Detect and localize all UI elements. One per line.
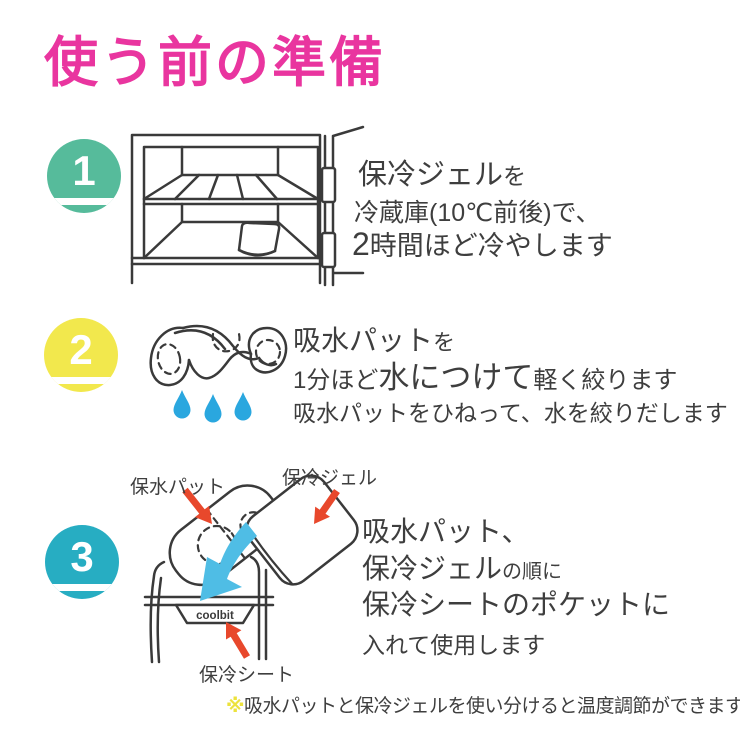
step3-badge-underline: [45, 584, 119, 591]
page-title: 使う前の準備: [44, 33, 386, 93]
step1-number-badge: 1: [47, 139, 121, 213]
pocket-insert-illustration: coolbit: [143, 474, 359, 664]
footnote: ※吸水パットと保冷ジェルを使い分けると温度調節ができます: [226, 691, 740, 718]
water-drop-icon: [234, 392, 252, 421]
gel-pack-in-fridge: [237, 221, 281, 257]
label-gel: 保冷ジェル: [282, 468, 378, 489]
door-hinge-bottom: [320, 231, 337, 269]
step1-text-line3: 2時間ほど冷やします: [352, 226, 613, 262]
step3-text-line2: 保冷ジェルの順に: [362, 553, 563, 584]
arrow-to-sheet-icon: [226, 622, 250, 659]
insert-arrow-icon: [200, 522, 257, 601]
step2-badge-underline: [44, 377, 118, 384]
door-hinge-top: [320, 166, 337, 204]
step1-text-line2: 冷蔵庫(10℃前後)で、: [354, 199, 601, 227]
wring-pad-illustration: [149, 324, 288, 423]
pocket-shape: [174, 603, 256, 625]
step3-text-line3: 保冷シートのポケットに: [362, 589, 671, 620]
water-drop-icon: [173, 390, 191, 419]
step2-number-badge: 2: [44, 318, 118, 392]
step2-text-line3: 吸水パットをひねって、水を絞りだします: [293, 400, 728, 426]
step3-number-badge: 3: [45, 525, 119, 599]
step3-number: 3: [70, 533, 94, 580]
step1-badge-underline: [47, 198, 121, 205]
water-drop-icon: [204, 394, 222, 423]
coolbit-logo: coolbit: [196, 610, 234, 622]
step1-text-line1: 保冷ジェルを: [358, 159, 527, 191]
footnote-asterisk: ※: [226, 696, 244, 717]
step2-number: 2: [69, 326, 93, 373]
refrigerator-illustration: [130, 125, 365, 287]
water-drop-icons: [173, 390, 252, 423]
step3-text-line4: 入れて使用します: [362, 632, 546, 658]
label-sheet: 保冷シート: [199, 665, 295, 686]
footnote-text: 吸水パットと保冷ジェルを使い分けると温度調節ができます: [243, 696, 740, 717]
step2-text-line1: 吸水パットを: [293, 325, 456, 356]
label-pad: 保水パット: [130, 477, 226, 498]
arrow-to-pad-icon: [182, 487, 212, 524]
arrow-to-gel-icon: [314, 489, 340, 524]
pointer-arrows: [182, 487, 340, 659]
step1-number: 1: [72, 147, 96, 194]
step2-text-line2: 1分ほど水につけて軽く絞ります: [293, 360, 678, 395]
step3-text-line1: 吸水パット、: [362, 516, 530, 547]
